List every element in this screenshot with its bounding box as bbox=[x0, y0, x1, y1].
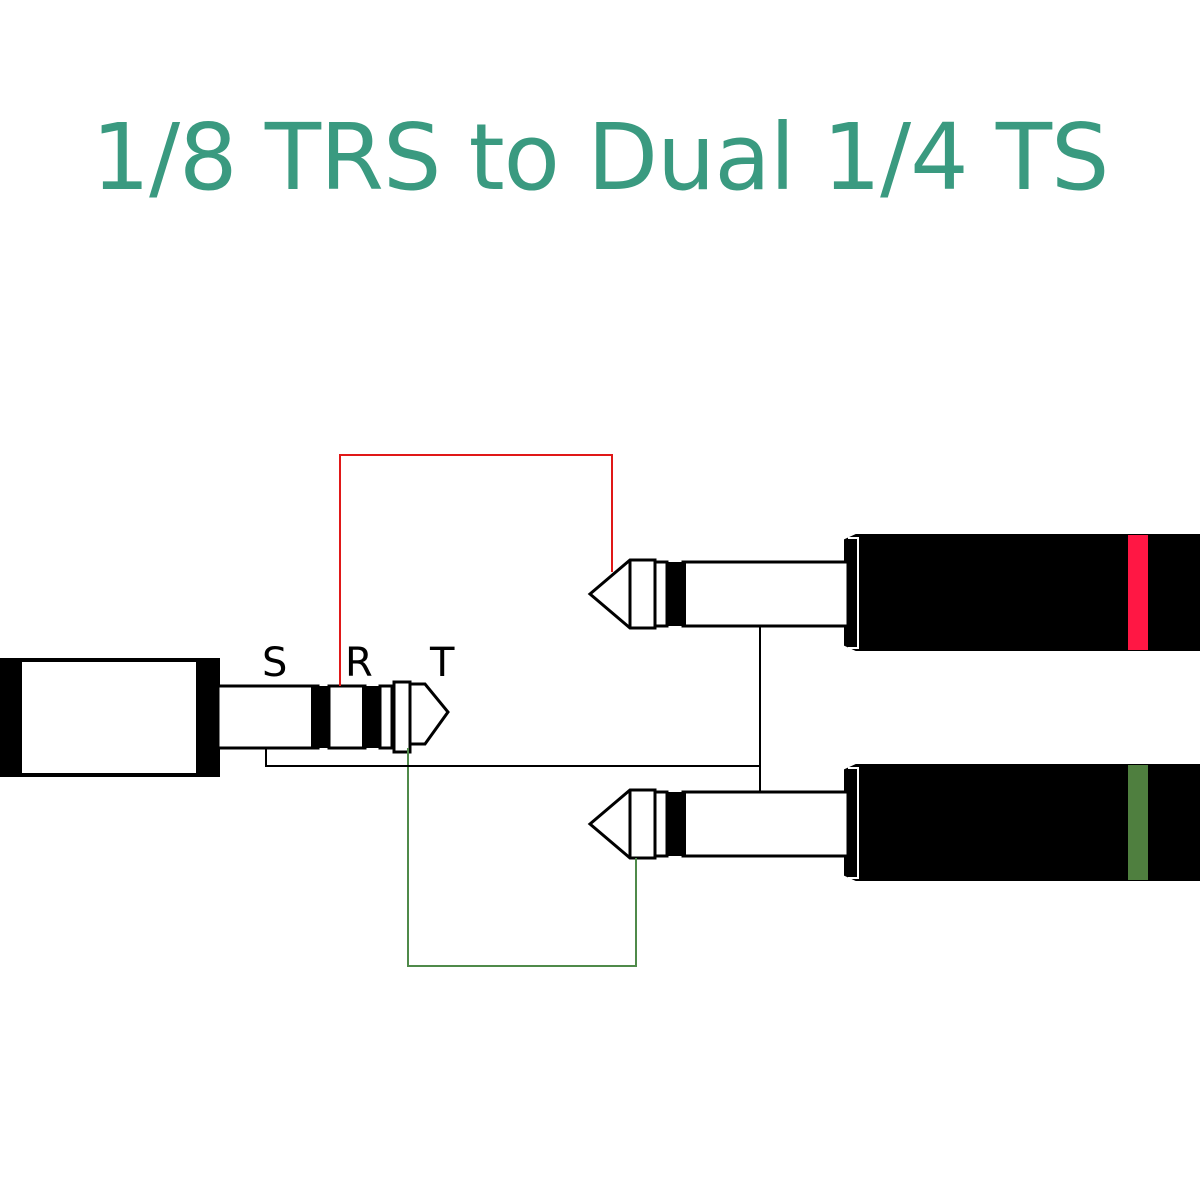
ts-plug-bottom-sleeve bbox=[681, 790, 850, 858]
ts-plug-top-collar bbox=[653, 560, 669, 628]
trs-plug: S R T bbox=[0, 640, 455, 777]
ts-plug-bottom bbox=[587, 764, 1200, 881]
wire-sleeve-to-ground-bus bbox=[265, 748, 760, 767]
ts-plug-bottom-tip bbox=[587, 788, 657, 860]
ts-plug-top-barrel bbox=[844, 534, 1200, 651]
trs-plug-tip-shoulder bbox=[392, 680, 412, 754]
sleeve-label: S bbox=[262, 640, 287, 686]
ts-plug-top-tip bbox=[587, 558, 657, 630]
ts-plug-top bbox=[587, 534, 1200, 651]
trs-plug-body-neck-band bbox=[196, 660, 218, 775]
diagram-title: 1/8 TRS to Dual 1/4 TS bbox=[91, 104, 1110, 211]
tip-label: T bbox=[429, 640, 455, 686]
trs-plug-ring bbox=[327, 684, 367, 750]
ts-plug-top-barrel-rim bbox=[848, 537, 859, 649]
ts-plug-bottom-color-band bbox=[1128, 765, 1148, 880]
ts-plug-top-insulator bbox=[668, 562, 686, 626]
ts-plug-top-color-band bbox=[1128, 535, 1148, 650]
trs-plug-insulator-2 bbox=[362, 686, 380, 748]
ts-plug-bottom-insulator bbox=[668, 792, 686, 856]
trs-plug-body-end-band bbox=[0, 660, 22, 775]
trs-plug-collar bbox=[378, 684, 394, 750]
wire-ring-to-top-tip bbox=[339, 454, 613, 686]
trs-plug-tip bbox=[408, 682, 450, 746]
ts-plug-bottom-barrel-rim bbox=[848, 767, 859, 879]
ts-plug-bottom-collar bbox=[653, 790, 669, 858]
trs-plug-sleeve bbox=[216, 684, 320, 750]
trs-plug-body bbox=[0, 658, 220, 777]
ts-plug-bottom-barrel bbox=[844, 764, 1200, 881]
ring-label: R bbox=[345, 640, 373, 686]
ts-plug-top-sleeve bbox=[681, 560, 850, 628]
wire-tip-to-bottom-tip bbox=[407, 748, 637, 967]
trs-plug-insulator-1 bbox=[311, 686, 329, 748]
